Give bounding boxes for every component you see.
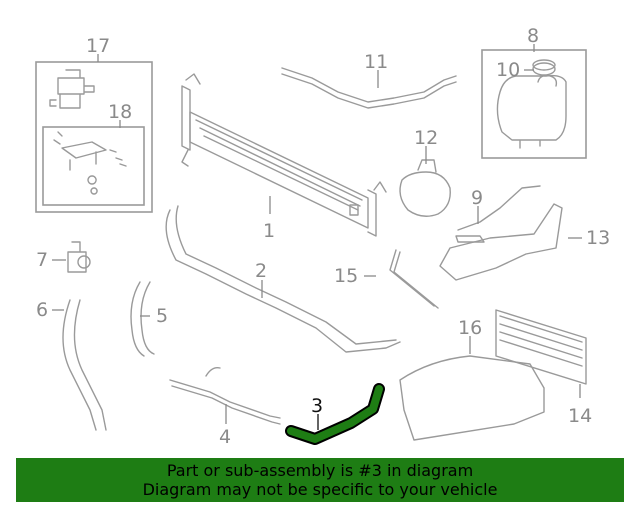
callout-13: 13	[586, 227, 610, 249]
callout-11: 11	[364, 51, 388, 73]
part-11-pipe	[281, 67, 457, 103]
part-10-cap	[532, 62, 556, 76]
part-9-hose	[455, 185, 541, 243]
part-2-hose	[165, 205, 401, 353]
callout-10: 10	[496, 59, 520, 81]
callout-7: 7	[36, 249, 48, 271]
part-18-box	[42, 126, 145, 206]
part-17-group	[35, 61, 153, 213]
callout-14: 14	[568, 405, 592, 427]
part-7-fitting	[67, 241, 87, 273]
callout-6: 6	[36, 299, 48, 321]
callout-1: 1	[263, 220, 275, 242]
part-17-box	[35, 61, 153, 213]
callout-5: 5	[156, 305, 168, 327]
part-12-pump	[399, 159, 451, 217]
callout-4: 4	[219, 426, 231, 448]
part-16-cover	[399, 355, 545, 441]
callout-2: 2	[255, 260, 267, 282]
part-1-radiator	[181, 73, 387, 237]
part-7-port	[77, 255, 91, 269]
callout-8: 8	[527, 25, 539, 47]
part-1-end-tanks	[181, 85, 377, 237]
part-14-cooler	[495, 309, 587, 385]
callout-12: 12	[414, 127, 438, 149]
part-11-pipe-edge	[281, 73, 457, 109]
part-5-hose	[130, 281, 155, 357]
callout-16: 16	[458, 317, 482, 339]
part-17-drawing	[49, 69, 95, 109]
part-13-bracket	[439, 203, 563, 281]
callout-9: 9	[471, 187, 483, 209]
part-15-pipe	[389, 249, 439, 309]
highlight-banner: Part or sub-assembly is #3 in diagram Di…	[16, 458, 624, 502]
callout-18: 18	[108, 101, 132, 123]
part-6-hose	[62, 299, 107, 431]
banner-line-disclaimer: Diagram may not be specific to your vehi…	[142, 480, 498, 499]
callout-3: 3	[311, 395, 323, 417]
part-4-pipe	[169, 366, 281, 425]
part-1-fins	[181, 73, 387, 211]
part-18-drawing	[53, 131, 127, 195]
part-10-cap-top	[532, 59, 556, 71]
part-3-hose-highlight	[287, 385, 383, 443]
banner-line-part: Part or sub-assembly is #3 in diagram	[166, 461, 474, 480]
callout-17: 17	[86, 35, 110, 57]
part-1-tab	[349, 204, 359, 216]
callout-15: 15	[334, 265, 358, 287]
part-8-drawing	[496, 74, 567, 149]
